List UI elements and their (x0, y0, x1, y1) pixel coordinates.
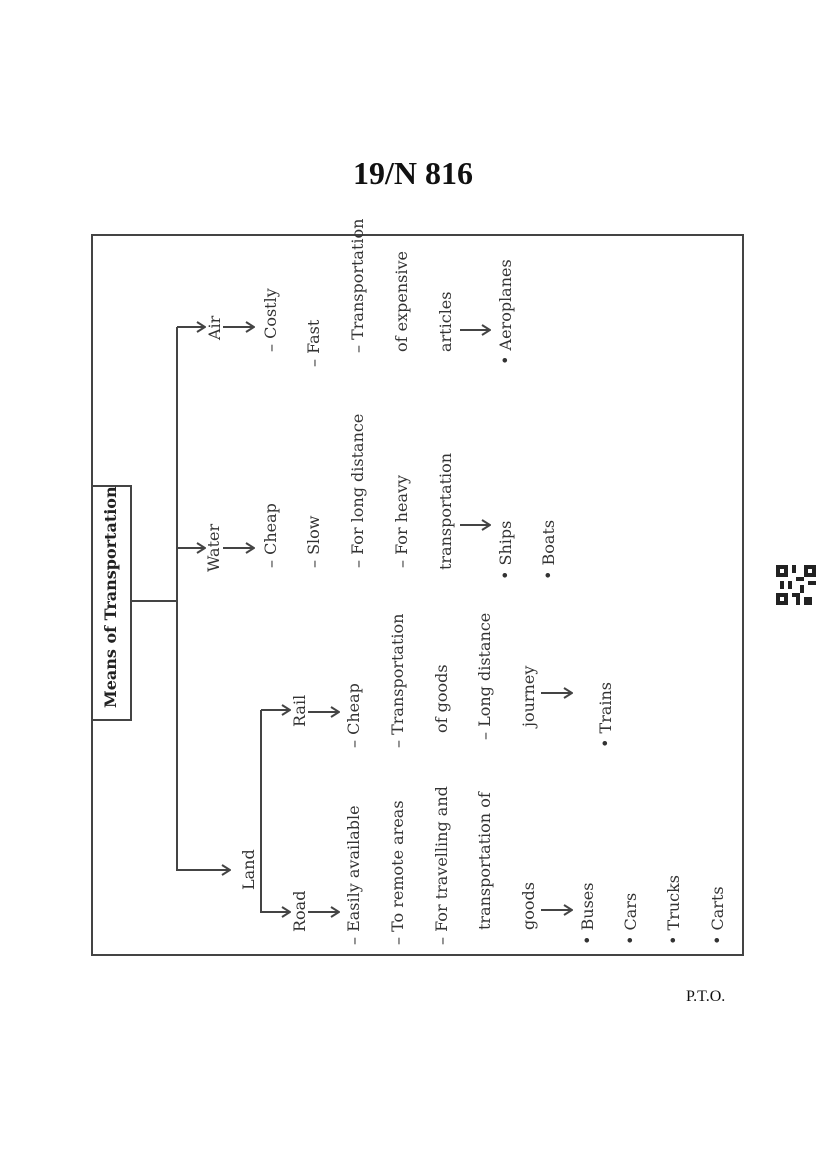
road-feature: – For travelling and (432, 786, 451, 945)
road-example: • Buses (578, 882, 597, 945)
road-example: • Trucks (664, 874, 683, 945)
air-feature: of expensive (392, 251, 411, 352)
water-feature: – For long distance (348, 413, 367, 568)
road-feature: goods (519, 882, 538, 930)
road-label: Road (290, 890, 309, 932)
road-example: • Carts (708, 886, 727, 945)
qr-code-icon (776, 565, 816, 605)
water-label: Water (204, 523, 223, 572)
rail-feature: – Long distance (475, 612, 494, 740)
rail-feature: – Cheap (344, 683, 363, 748)
road-example: • Cars (621, 892, 640, 945)
water-example: • Boats (539, 519, 558, 580)
air-example: • Aeroplanes (496, 259, 515, 365)
rail-example: • Trains (596, 681, 615, 748)
land-label: Land (239, 849, 258, 890)
road-feature: – Easily available (344, 805, 363, 945)
root-box (91, 485, 132, 721)
water-feature: – For heavy (392, 474, 411, 568)
rail-feature: – Transportation (388, 613, 407, 748)
air-feature: – Transportation (348, 218, 367, 353)
air-feature: – Costly (261, 288, 280, 352)
air-label: Air (205, 315, 224, 340)
water-example: • Ships (496, 520, 515, 580)
page-code: 19/N 816 (353, 155, 473, 191)
water-feature: transportation (436, 452, 455, 570)
water-feature: – Cheap (261, 503, 280, 568)
road-feature: – To remote areas (388, 800, 407, 945)
rail-feature: of goods (432, 664, 451, 733)
road-feature: transportation of (475, 792, 494, 930)
rail-feature: journey (519, 665, 538, 727)
pto-note: P.T.O. (686, 988, 726, 1005)
rail-label: Rail (290, 694, 309, 727)
air-feature: – Fast (304, 319, 323, 367)
air-feature: articles (436, 291, 455, 353)
water-feature: – Slow (304, 515, 323, 569)
root-label: Means of Transportation (101, 486, 120, 708)
